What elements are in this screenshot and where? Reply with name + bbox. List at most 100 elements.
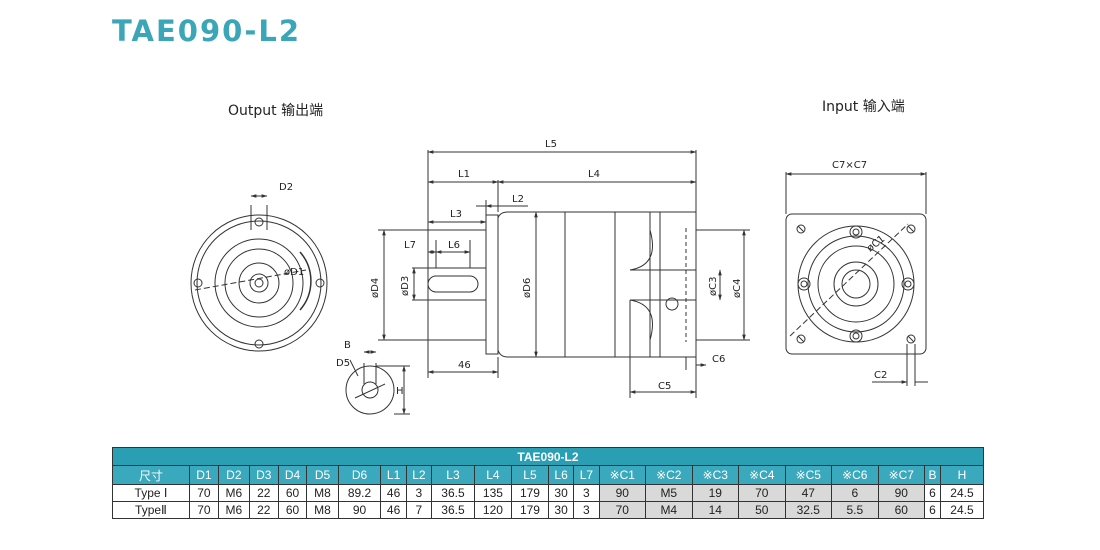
table-caption-row: TAE090-L2 [112,447,984,466]
table-row: Type Ⅰ 70 M6 22 60 M8 89.2 46 3 36.5 135… [112,484,985,502]
header-cell: L4 [473,465,512,485]
label-l2: L2 [512,194,524,205]
table-cell: 7 [405,501,433,519]
table-cell: M8 [306,484,339,502]
header-cell: L1 [380,465,407,485]
table-cell: 46 [380,501,407,519]
table-cell: 120 [473,501,512,519]
table-cell: 24.5 [939,484,985,502]
header-cell: L2 [405,465,433,485]
table-header-row: 尺寸 D1 D2 D3 D4 D5 D6 L1 L2 L3 L4 L5 L6 L… [112,465,985,485]
table-cell: 70 [598,501,647,519]
technical-drawing: D2 øD1 [190,139,928,415]
label-l7: L7 [404,240,416,251]
header-cell: L5 [510,465,549,485]
table-cell: 3 [573,484,600,502]
table-cell: 50 [738,501,786,519]
label-c4: øC4 [732,279,743,298]
header-cell: ※C3 [691,465,740,485]
label-d3: øD3 [400,276,411,296]
table-caption: TAE090-L2 [112,447,984,466]
label-c7xc7: C7×C7 [832,160,867,171]
header-cell: L3 [431,465,475,485]
side-view [378,150,750,398]
table-cell: 47 [784,484,833,502]
label-c3: øC3 [708,277,719,296]
label-c5: C5 [658,381,671,392]
label-c6: C6 [712,354,725,365]
input-view-label: Input 输入端 [822,99,905,115]
table-cell: M8 [306,501,339,519]
header-cell: ※C1 [598,465,647,485]
header-cell: D2 [217,465,250,485]
label-l6: L6 [448,240,460,251]
table-cell: 89.2 [337,484,382,502]
header-cell: D6 [337,465,382,485]
label-d5: D5 [336,358,350,369]
table-cell: 30 [547,484,575,502]
shaft-key-section [345,350,410,415]
page-title: TAE090-L2 [112,14,302,48]
table-cell: 22 [248,484,279,502]
header-cell: D5 [306,465,339,485]
label-d6: øD6 [522,278,533,298]
table-cell: M5 [645,484,693,502]
label-l1: L1 [458,169,470,180]
label-h: H [396,386,404,397]
label-c2: C2 [874,370,887,381]
table-cell: 60 [877,501,926,519]
header-cell: L7 [573,465,600,485]
table-cell: 6 [831,484,879,502]
header-cell: ※C7 [877,465,926,485]
header-cell: D3 [248,465,279,485]
label-d4: øD4 [370,278,381,298]
table-cell: M6 [217,501,250,519]
header-cell: 尺寸 [112,465,190,485]
label-l4: L4 [588,169,600,180]
table-cell: 60 [277,501,308,519]
table-cell: 36.5 [431,501,475,519]
table-cell: 179 [510,501,549,519]
label-d1: øD1 [284,267,304,278]
output-view-label: Output 输出端 [228,103,324,119]
table-cell: 24.5 [939,501,985,519]
table-cell: 46 [380,484,407,502]
table-cell: 5.5 [831,501,879,519]
table-cell: 90 [877,484,926,502]
table-cell: 70 [738,484,786,502]
table-cell: 179 [510,484,549,502]
header-cell: B [924,465,941,485]
table-cell: 32.5 [784,501,833,519]
header-cell: H [939,465,985,485]
label-l5: L5 [545,139,557,150]
label-l3: L3 [450,209,462,220]
header-cell: ※C2 [645,465,693,485]
table-cell: 135 [473,484,512,502]
table-cell: 60 [277,484,308,502]
table-cell: 90 [598,484,647,502]
label-b: B [344,340,351,351]
header-cell: ※C6 [831,465,879,485]
header-cell: L6 [547,465,575,485]
table-cell: 90 [337,501,382,519]
table-cell: 3 [405,484,433,502]
table-cell: 14 [691,501,740,519]
label-46: 46 [458,360,471,371]
table-cell: 70 [189,484,219,502]
table-cell: 3 [573,501,600,519]
table-cell: 6 [924,484,941,502]
input-end-view [785,172,928,386]
table-cell: M4 [645,501,693,519]
table-cell: 36.5 [431,484,475,502]
table-cell: 6 [924,501,941,519]
label-d2: D2 [279,182,293,193]
table-cell: 70 [189,501,219,519]
row-label: Type Ⅰ [112,484,190,502]
table-row: TypeⅡ 70 M6 22 60 M8 90 46 7 36.5 120 17… [112,501,985,519]
table-cell: M6 [217,484,250,502]
table-cell: 22 [248,501,279,519]
header-cell: D1 [189,465,219,485]
table-cell: 19 [691,484,740,502]
spec-table: TAE090-L2 尺寸 D1 D2 D3 D4 D5 D6 L1 L2 L3 … [112,447,985,519]
header-cell: D4 [277,465,308,485]
